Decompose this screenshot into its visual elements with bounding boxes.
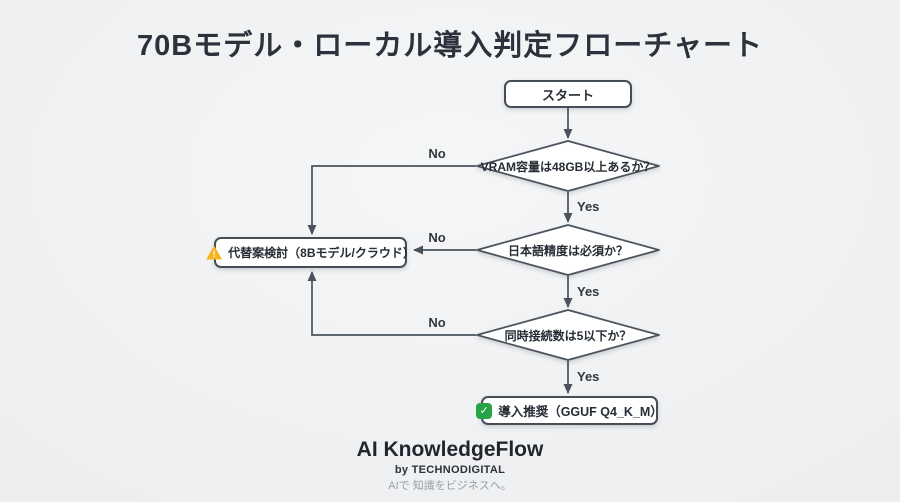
recommendation-node-label: 導入推奨（GGUF Q4_K_M） [498,405,663,419]
edge-q1-no-to-alternative [307,165,476,235]
edge-label-yes-1: Yes [577,199,600,214]
footer-brand: AI KnowledgeFlow [356,438,544,461]
edge-label-yes-3: Yes [577,369,600,384]
decision-diamond-vram [476,140,660,192]
recommendation-node: ✓ 導入推奨（GGUF Q4_K_M） [476,396,663,425]
check-icon-glyph: ✓ [479,404,489,417]
decision-diamond-connections [476,309,660,361]
start-node-label: スタート [541,87,594,103]
edge-label-yes-2: Yes [577,284,600,299]
decision-diamond-japanese [476,224,660,276]
page-title: 70Bモデル・ローカル導入判定フローチャート [137,30,763,62]
footer-byline: by TECHNODIGITAL [394,464,506,476]
start-node: スタート [504,80,632,108]
edge-q3-no-to-alternative [307,271,476,336]
check-icon: ✓ [476,402,493,419]
decision-label-japanese: 日本語精度は必須か？ [507,243,628,258]
warning-icon-glyph: ! [212,248,216,259]
alternative-node: ! 代替案検討（8Bモデル/クラウド） [206,237,415,268]
edge-label-no-1: No [428,146,446,161]
decision-diamonds [476,140,660,361]
alternative-node-label: 代替案検討（8Bモデル/クラウド） [228,246,415,260]
footer-tagline: AIで 知識をビジネスへ。 [388,480,512,492]
edge-label-no-3: No [428,315,446,330]
edge-label-no-2: No [428,230,446,245]
decision-label-connections: 同時接続数は5以下か？ [504,328,632,343]
decision-label-vram: VRAM容量は48GB以上あるか？ [480,159,656,174]
flow-edges [307,108,573,394]
